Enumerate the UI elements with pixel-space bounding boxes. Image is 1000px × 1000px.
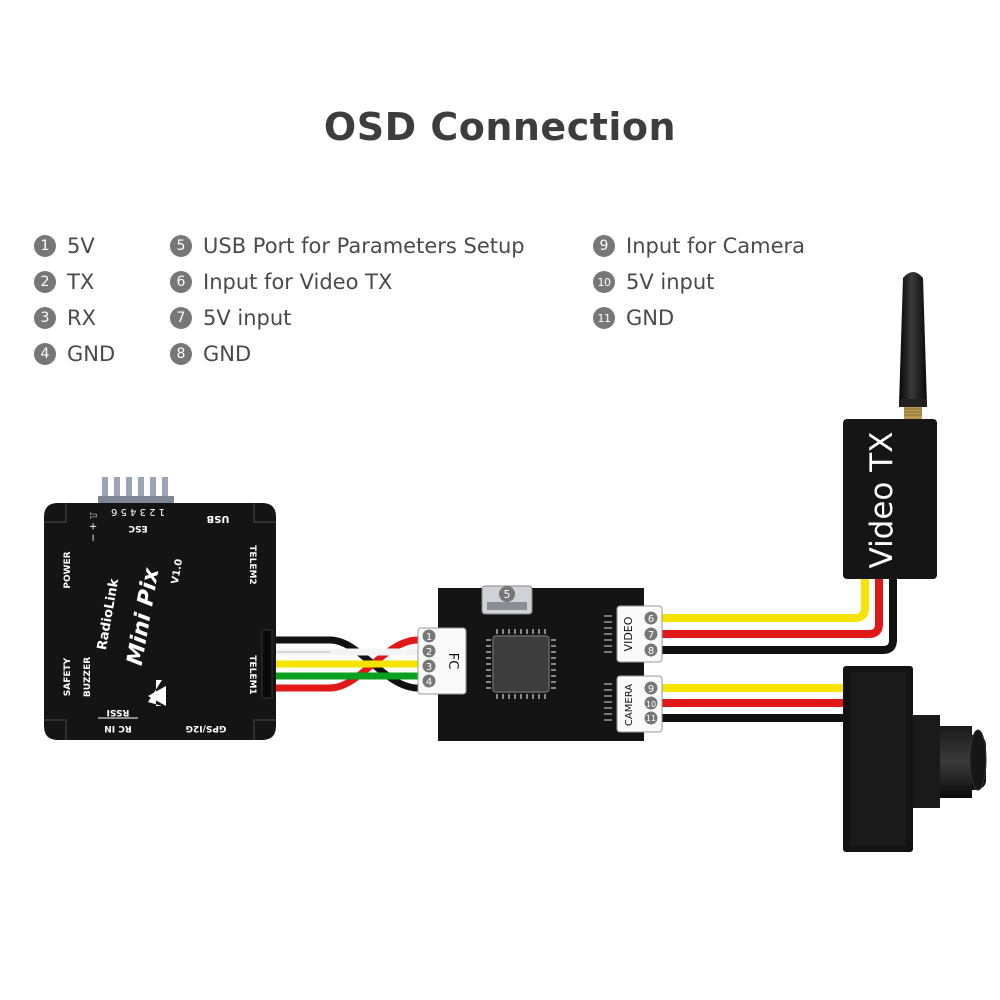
legend-item: 10 5V input [593, 264, 805, 300]
mini-pix-flight-controller: 1 2 3 4 5 6 ESC ⎍ + − USB TELEM2 TELEM1 … [44, 477, 276, 740]
legend-label: 5V [67, 234, 95, 258]
camera-connector-label: CAMERA [624, 684, 635, 726]
legend-number-badge: 3 [34, 307, 56, 329]
fc-esc-label: ESC [128, 523, 148, 533]
fc-pin-1: 1 [426, 632, 432, 643]
legend-label: 5V input [626, 270, 715, 294]
legend-column-1: 1 5V 2 TX 3 RX 4 GND [34, 228, 115, 372]
fc-connector: FC 1 2 3 4 [417, 627, 467, 695]
legend-number-badge: 2 [34, 271, 56, 293]
legend-number-badge: 7 [170, 307, 192, 329]
legend-item: 6 Input for Video TX [170, 264, 525, 300]
legend-label: RX [67, 306, 96, 330]
legend-label: TX [67, 270, 95, 294]
fc-buzzer-label: BUZZER [83, 657, 93, 697]
fc-signal-symbols: ⎍ + − [87, 512, 98, 542]
legend-item: 4 GND [34, 336, 115, 372]
fc-usb-label: USB [207, 513, 230, 524]
legend-item: 2 TX [34, 264, 115, 300]
fc-safety-label: SAFETY [63, 657, 73, 696]
fc-telem1-label: TELEM1 [247, 655, 257, 694]
legend-item: 3 RX [34, 300, 115, 336]
legend-label: USB Port for Parameters Setup [203, 234, 525, 258]
fc-pin-numbers: 1 2 3 4 5 6 [111, 506, 165, 517]
usb-pin-number: 5 [504, 588, 511, 601]
fc-pin-2: 2 [426, 647, 432, 658]
camera-connector: CAMERA 9 10 11 [616, 675, 663, 733]
video-pin-7: 7 [648, 630, 654, 641]
fc-pin-4: 4 [426, 677, 432, 688]
legend-number-badge: 5 [170, 235, 192, 257]
legend-label: GND [203, 342, 252, 366]
legend-number-badge: 9 [593, 235, 615, 257]
legend-item: 1 5V [34, 228, 115, 264]
osd-board: 5 [438, 585, 644, 741]
legend-item: 11 GND [593, 300, 805, 336]
legend-label: Input for Video TX [203, 270, 393, 294]
fc-power-label: POWER [63, 551, 73, 588]
legend-label: GND [626, 306, 675, 330]
camera-pin-10: 10 [646, 700, 656, 709]
antenna-icon [899, 272, 927, 419]
legend-number-badge: 4 [34, 343, 56, 365]
video-connector: VIDEO 6 7 8 [616, 605, 663, 663]
camera-pin-11: 11 [646, 714, 656, 723]
video-tx-label: Video TX [864, 432, 900, 569]
fc-pin-3: 3 [426, 662, 432, 673]
legend-column-2: 5 USB Port for Parameters Setup 6 Input fo… [170, 228, 525, 372]
video-transmitter: Video TX [843, 272, 937, 579]
legend-number-badge: 6 [170, 271, 192, 293]
usb-pin-badge [499, 586, 515, 602]
legend-number-badge: 8 [170, 343, 192, 365]
fc-telem2-label: TELEM2 [247, 545, 257, 584]
legend-item: 7 5V input [170, 300, 525, 336]
fc-rssi-label: RSSI [107, 707, 130, 717]
camera-pin-9: 9 [648, 684, 654, 695]
fc-direction-arrow-icon [148, 686, 166, 706]
fc-connector-label: FC [445, 653, 460, 670]
legend-item: 9 Input for Camera [593, 228, 805, 264]
video-pin-6: 6 [648, 614, 654, 625]
camera-cable [660, 684, 850, 722]
legend-item: 8 GND [170, 336, 525, 372]
legend-label: Input for Camera [626, 234, 806, 258]
fc-rcin-label: RC IN [104, 723, 132, 733]
video-pin-8: 8 [648, 646, 654, 657]
page-title: OSD Connection [323, 105, 677, 149]
esc-header-pins [98, 477, 174, 504]
camera [843, 666, 987, 852]
osd-chip [486, 629, 556, 699]
legend-number-badge: 1 [34, 235, 56, 257]
camera-lens-icon [913, 715, 987, 808]
fc-gps-label: GPS/I2G [186, 723, 227, 733]
legend-number-badge: 11 [593, 307, 615, 329]
fc-cable [268, 636, 419, 692]
legend-label: GND [67, 342, 116, 366]
legend-number-badge: 10 [593, 271, 615, 293]
legend-column-3: 9 Input for Camera 10 5V input 11 GND [593, 228, 805, 336]
video-tx-cable [660, 578, 897, 654]
legend-label: 5V input [203, 306, 292, 330]
fc-version: V1.0 [170, 558, 185, 585]
legend-item: 5 USB Port for Parameters Setup [170, 228, 525, 264]
video-connector-label: VIDEO [622, 616, 635, 651]
